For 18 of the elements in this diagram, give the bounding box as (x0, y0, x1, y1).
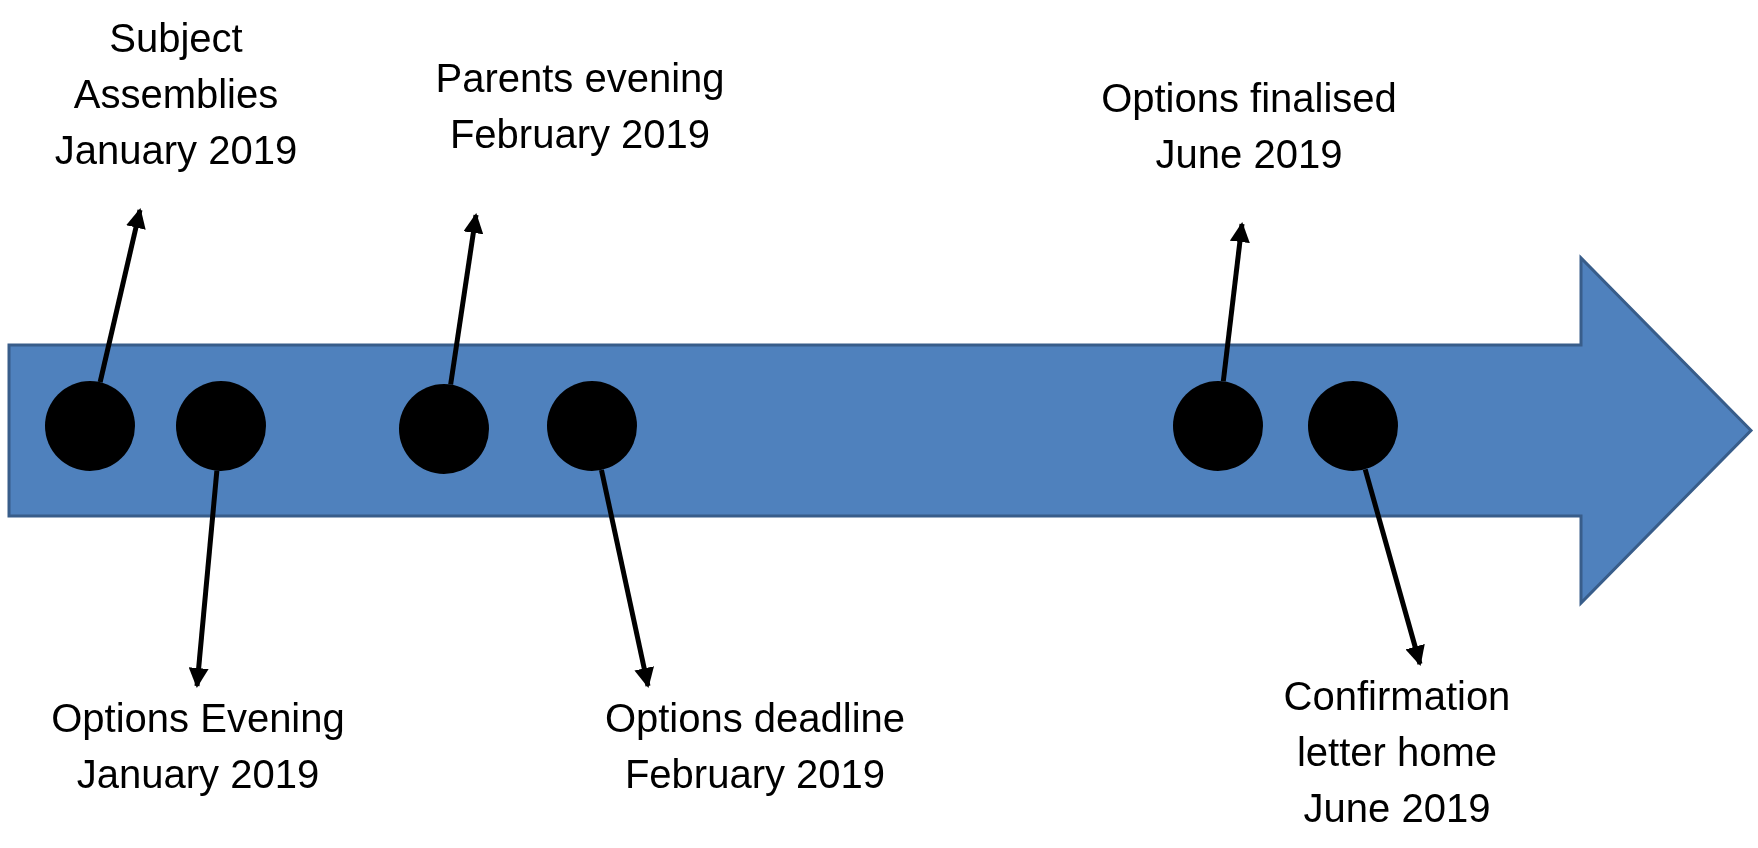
date-label: June 2019 (1302, 785, 1492, 832)
event-label: Parents evening (434, 55, 726, 102)
leader-arrow (97, 208, 146, 383)
date-label: January 2019 (75, 751, 321, 798)
date-label: January 2019 (53, 127, 299, 174)
event-label: Options Evening (50, 695, 346, 742)
leader-arrow (188, 470, 220, 688)
event-label: Options deadline (603, 695, 907, 742)
leader-arrow (599, 469, 654, 688)
event-label: Options finalised (1100, 75, 1398, 122)
leader-arrow (1362, 468, 1425, 666)
event-label: Subject Assemblies (72, 15, 280, 118)
event-label: Confirmation letter home (1282, 673, 1512, 776)
date-label: February 2019 (623, 751, 887, 798)
leader-arrow (448, 213, 484, 385)
date-label: February 2019 (448, 111, 712, 158)
date-label: June 2019 (1154, 131, 1344, 178)
leader-arrow (1220, 222, 1250, 382)
